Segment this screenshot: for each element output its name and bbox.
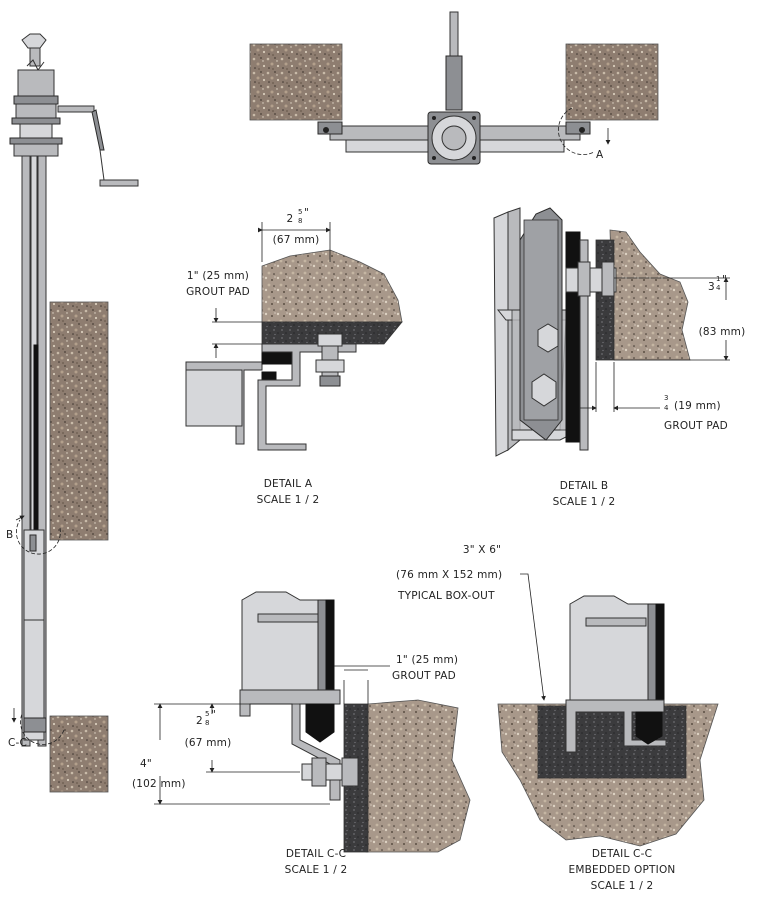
stem-break xyxy=(26,59,45,71)
detail-b-grout-label: GROUT PAD xyxy=(664,420,728,432)
detail-a-width-whole: 2 xyxy=(287,213,294,225)
detail-a-width-unit: " xyxy=(304,207,309,219)
detail-cc-seal xyxy=(305,703,335,743)
detail-b-grout-num: 3 xyxy=(664,394,669,402)
frame-left-rail xyxy=(21,155,31,747)
detail-b-height-den: 4 xyxy=(716,284,721,292)
embedded-frame xyxy=(565,699,667,753)
embedded-boxout-label: TYPICAL BOX-OUT xyxy=(397,590,495,602)
detail-b-concrete xyxy=(609,229,691,361)
callout-a-circle xyxy=(558,107,595,155)
embedded-title: DETAIL C-C xyxy=(592,848,652,860)
detail-b-height-unit: " xyxy=(722,274,727,286)
callout-b-circle xyxy=(16,519,61,555)
crank-arm xyxy=(91,109,105,151)
gate-leaf xyxy=(23,529,45,741)
detail-cc-inner-unit: " xyxy=(211,709,216,721)
svg-text:2: 2 xyxy=(287,213,294,225)
detail-a-width-num: 5 xyxy=(298,208,303,216)
crank-handle xyxy=(99,179,139,187)
plan-guide-right xyxy=(565,121,591,135)
embedded-boxout-metric: (76 mm X 152 mm) xyxy=(396,569,502,581)
detail-cc-concrete xyxy=(365,699,471,853)
detail-cc-grout-label: GROUT PAD xyxy=(392,670,456,682)
embedded-leaf xyxy=(569,595,657,701)
detail-b-grout xyxy=(595,239,615,361)
operator-cap xyxy=(21,33,47,49)
detail-b-grout-metric: (19 mm) xyxy=(674,400,721,412)
detail-cc-inner-metric: (67 mm) xyxy=(185,737,232,749)
detail-a-concrete xyxy=(261,249,403,323)
detail-a-scale: SCALE 1 / 2 xyxy=(257,494,320,506)
detail-b-height-metric: (83 mm) xyxy=(699,326,746,338)
detail-cc-inner-den: 8 xyxy=(205,719,210,727)
detail-cc-title: DETAIL C-C xyxy=(286,848,346,860)
embedded-boxout-size: 3" X 6" xyxy=(463,544,501,556)
detail-cc-embedded: 3" X 6" (76 mm X 152 mm) TYPICAL BOX-OUT… xyxy=(396,544,719,892)
detail-cc-seal-strip xyxy=(325,599,335,701)
callout-cc-circle xyxy=(20,713,65,745)
crank-shaft xyxy=(57,105,95,113)
detail-a-title: DETAIL A xyxy=(264,478,313,490)
wall-concrete-upper xyxy=(49,301,109,541)
plan-guide-left xyxy=(317,121,343,135)
detail-cc-scale: SCALE 1 / 2 xyxy=(285,864,348,876)
callout-b-label: B xyxy=(6,529,13,541)
detail-b-height-num: 1 xyxy=(716,275,721,283)
elevation-view: B C-C xyxy=(6,33,139,793)
plan-view: A xyxy=(249,11,659,165)
embedded-scale: SCALE 1 / 2 xyxy=(591,880,654,892)
stem-top xyxy=(29,47,41,67)
detail-cc: 1" (25 mm) GROUT PAD 2 5 8 " (67 mm) 4" … xyxy=(132,591,471,876)
detail-cc-inner-num: 5 xyxy=(205,710,210,718)
detail-a-width-metric: (67 mm) xyxy=(273,234,320,246)
detail-cc-inner-whole: 2 xyxy=(196,715,203,727)
plan-wall-right xyxy=(565,43,659,121)
detail-a-grout-label: GROUT PAD xyxy=(186,286,250,298)
plan-wall-left xyxy=(249,43,343,121)
wall-concrete-lower xyxy=(49,715,109,793)
detail-b-title: DETAIL B xyxy=(560,480,609,492)
detail-b: 3 1 4 " (83 mm) 3 4 (19 mm) GROUT PAD DE… xyxy=(493,207,746,508)
detail-b-grout-den: 4 xyxy=(664,404,669,412)
detail-b-frame xyxy=(493,211,509,457)
detail-cc-outer-dim: 4" xyxy=(140,758,152,770)
callout-a-label: A xyxy=(596,149,604,161)
detail-b-height-whole: 3 xyxy=(708,281,715,293)
embedded-seal xyxy=(635,711,663,745)
detail-cc-grout-dim: 1" (25 mm) xyxy=(396,654,458,666)
detail-cc-outer-metric: (102 mm) xyxy=(132,778,186,790)
embedded-subtitle: EMBEDDED OPTION xyxy=(569,864,676,876)
detail-a-grout-slope xyxy=(377,321,403,345)
detail-a-width-den: 8 xyxy=(298,217,303,225)
detail-b-nut-lower xyxy=(531,373,557,407)
detail-a-seal xyxy=(261,351,293,365)
embedded-seal-strip xyxy=(655,603,665,705)
detail-a-bolt xyxy=(317,333,343,347)
detail-a: 2 5 8 " (67 mm) 1" (25 mm) GROUT PAD DET… xyxy=(185,207,403,506)
detail-a-grout-dim: 1" (25 mm) xyxy=(187,270,249,282)
detail-b-nut-upper xyxy=(537,323,559,353)
yoke-housing xyxy=(17,69,55,101)
detail-b-scale: SCALE 1 / 2 xyxy=(553,496,616,508)
callout-cc-label: C-C xyxy=(8,737,27,749)
detail-cc-leaf xyxy=(241,591,327,691)
plan-stem-rod xyxy=(449,11,459,57)
